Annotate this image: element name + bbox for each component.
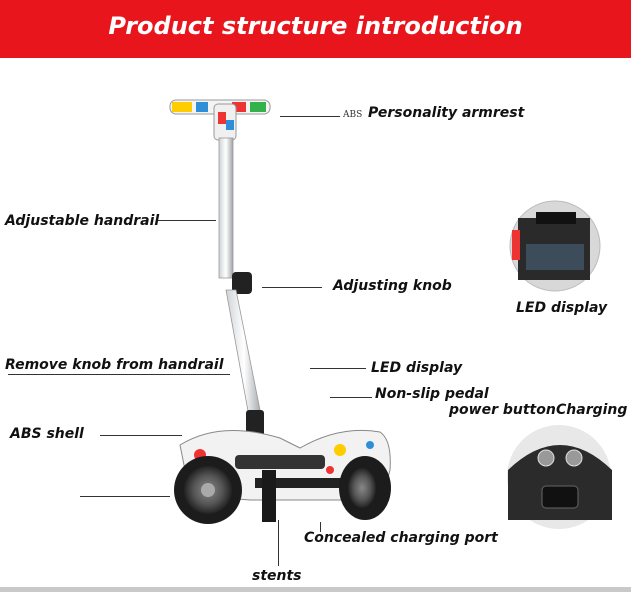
label-adjustable-handrail: Adjustable handrail	[5, 213, 160, 229]
power-charging-inset	[507, 425, 612, 529]
leader-abs-shell	[100, 435, 182, 436]
leader-knob	[262, 287, 322, 288]
led-display-inset	[509, 200, 601, 292]
page-title: Product structure introduction	[108, 12, 523, 40]
leader-pedal	[330, 397, 372, 398]
label-personality-armrest: Personality armrest	[368, 105, 525, 121]
label-adjusting-knob: Adjusting knob	[333, 278, 452, 294]
label-remove-knob: Remove knob from handrail	[5, 357, 224, 373]
label-charging: Charging	[556, 402, 628, 418]
leader-armrest	[280, 116, 340, 117]
leader-handrail	[158, 220, 216, 221]
right-wheel	[339, 456, 391, 520]
label-led-display-right: LED display	[516, 300, 608, 316]
leader-charging-port	[320, 522, 321, 532]
bottom-strip	[0, 587, 631, 592]
abs-prefix: ABS	[343, 110, 363, 120]
leader-stents	[278, 520, 279, 566]
handrail-pole	[218, 137, 264, 438]
armrest-handlebar	[169, 99, 271, 141]
label-stents: stents	[252, 568, 302, 584]
label-abs-shell: ABS shell	[10, 426, 84, 442]
label-concealed-charging-port: Concealed charging port	[304, 530, 498, 546]
label-power-button: power button	[449, 402, 556, 418]
header-banner: Product structure introduction	[0, 0, 631, 58]
left-wheel	[174, 456, 242, 524]
leader-wheel	[80, 496, 170, 497]
leader-remove-knob	[8, 374, 230, 375]
label-led-display-center: LED display	[371, 360, 463, 376]
label-non-slip-pedal: Non-slip pedal	[375, 386, 489, 402]
leader-led-display	[310, 368, 366, 369]
